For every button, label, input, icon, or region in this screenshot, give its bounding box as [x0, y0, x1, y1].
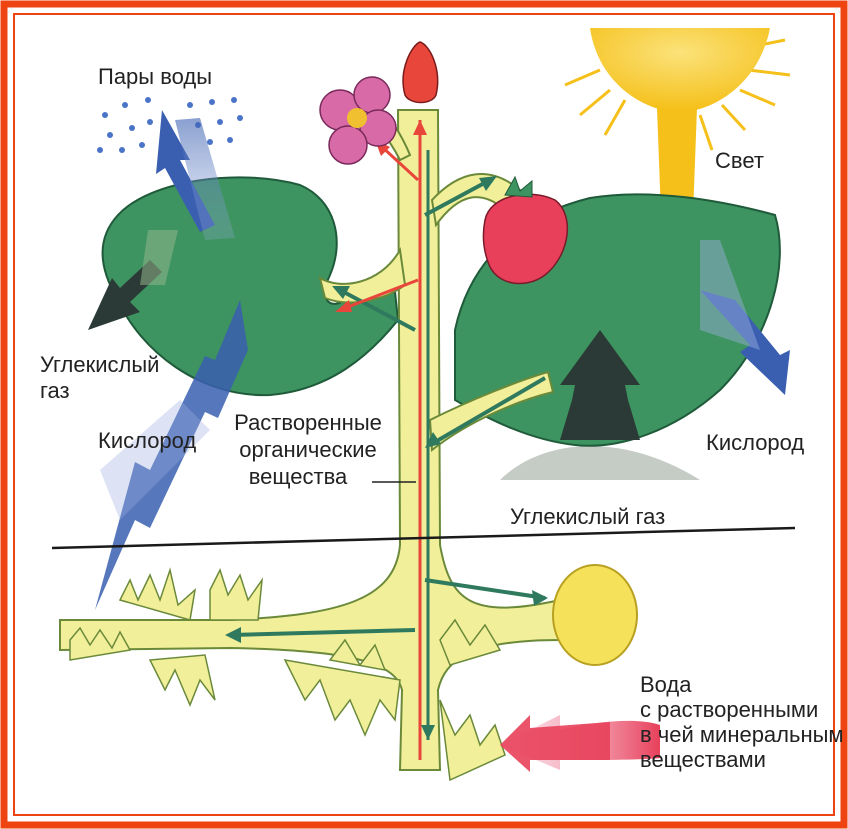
label-water-1: Вода	[640, 672, 692, 697]
berry-sepals	[505, 177, 532, 197]
bud-icon	[403, 42, 438, 103]
label-water-3: в чей минеральным	[640, 722, 844, 747]
label-organics-3: вещества	[228, 464, 368, 489]
label-oxygen-right: Кислород	[706, 430, 804, 455]
label-co2-left-1: Углекислый	[40, 352, 159, 377]
label-co2-bottom: Углекислый газ	[510, 504, 665, 529]
label-organics-2: органические	[228, 437, 388, 462]
water-reservoir	[553, 565, 637, 665]
co2-particles	[500, 446, 700, 480]
label-oxygen-left: Кислород	[98, 428, 196, 453]
label-water-2: с растворенными	[640, 697, 818, 722]
label-co2-left-2: газ	[40, 378, 70, 403]
label-water-4: веществами	[640, 747, 766, 772]
label-light: Свет	[715, 148, 764, 173]
label-water-vapor: Пары воды	[98, 64, 212, 89]
label-organics-1: Растворенные	[228, 410, 388, 435]
